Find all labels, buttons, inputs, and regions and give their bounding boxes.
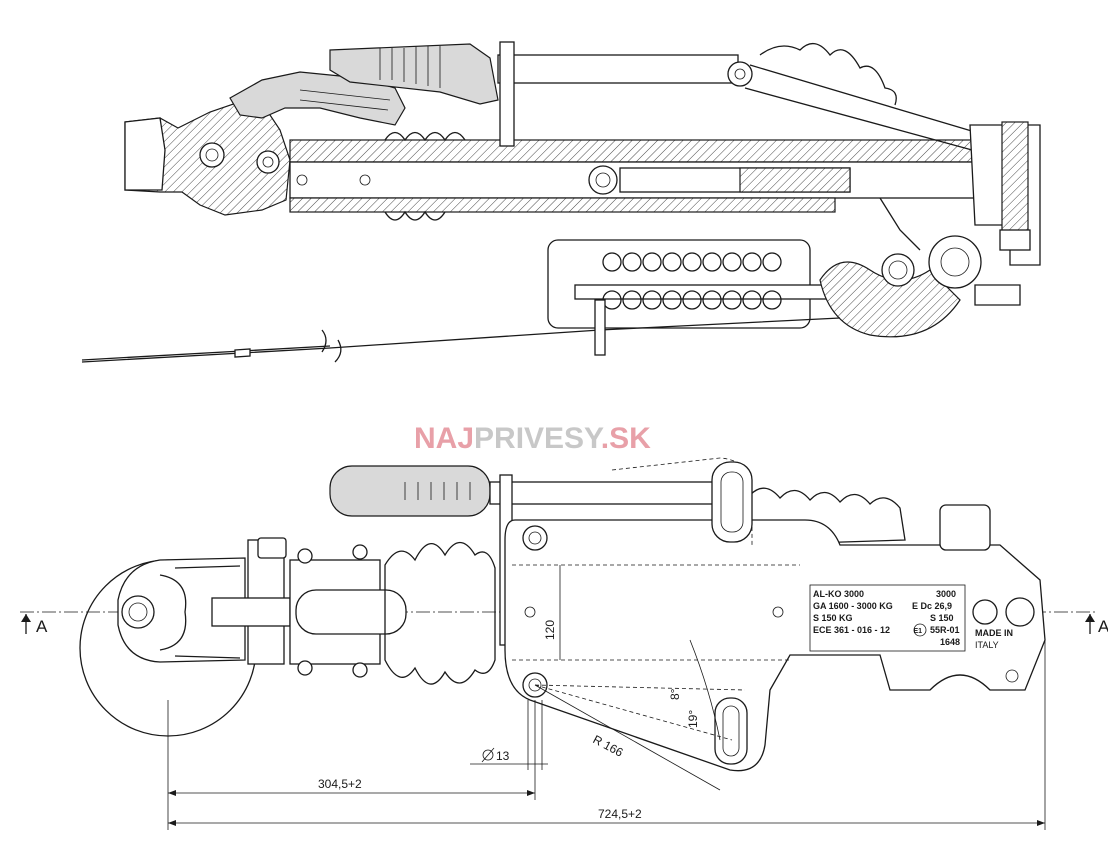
bellows-top-lower [384, 131, 466, 142]
made-in-line-1: MADE IN [975, 628, 1013, 638]
rear-bolt-1 [972, 599, 998, 625]
mount-hole-upper [522, 525, 548, 551]
nameplate-right-2: E Dc 26,9 [912, 601, 952, 611]
dim-angle1-label: 8° [668, 688, 682, 700]
nameplate-line-4: ECE 361 - 016 - 12 [813, 625, 890, 635]
handbrake-lever-bar [497, 54, 739, 84]
nameplate-right-1: 3000 [936, 589, 956, 599]
bellows-plan [384, 541, 496, 685]
nameplate [809, 584, 966, 652]
nameplate-line-1: AL-KO 3000 [813, 589, 864, 599]
dim-height-label: 120 [543, 620, 557, 640]
watermark-part3: .SK [601, 422, 651, 455]
breakaway-cable [81, 317, 841, 363]
drawbar-section [289, 139, 1011, 163]
drawbar-housing [504, 519, 1046, 772]
e-mark: E1 [914, 628, 923, 635]
watermark-part1: NAJ [414, 422, 474, 455]
handbrake-grip [329, 465, 491, 517]
dim-724-label: 724,5+2 [598, 807, 642, 821]
dim-angle2-label: 19° [686, 710, 700, 728]
dim-diameter-label: 13 [496, 749, 510, 763]
nameplate-right-3: S 150 [930, 613, 954, 623]
bellows-top-upper [759, 43, 897, 106]
handbrake-grip-top [329, 43, 499, 105]
coupling-ball [121, 595, 155, 629]
section-view [81, 41, 1041, 363]
dim-724: 724,5+2 [168, 640, 1046, 830]
made-in-line-2: ITALY [975, 640, 999, 650]
damper-spring [602, 252, 782, 310]
ball-pivot [199, 142, 225, 168]
svg-text:A: A [1098, 617, 1108, 636]
coupling-head [117, 557, 246, 663]
head-lock-handle [229, 71, 406, 126]
rear-bolt-2 [1005, 597, 1035, 627]
watermark: NAJPRIVESY.SK [414, 422, 651, 455]
dim-304-label: 304,5+2 [318, 777, 362, 791]
lever-pivot [256, 150, 280, 174]
dim-height: 120 [543, 565, 561, 660]
dim-304: 304,5+2 [167, 700, 536, 830]
drawbar-pin [588, 165, 618, 195]
plan-view: A A [20, 457, 1108, 830]
nameplate-line-3: S 150 KG [813, 613, 853, 623]
watermark-part2: PRIVESY [474, 422, 604, 455]
nameplate-line-2: GA 1600 - 3000 KG [813, 601, 893, 611]
e-mark-circle [913, 623, 927, 637]
head-front-block [124, 117, 166, 191]
svg-text:A: A [36, 617, 48, 636]
section-marker-right: A [1085, 614, 1108, 636]
slot-hole [714, 697, 748, 765]
handbrake-link [744, 64, 976, 151]
handbrake-lever-plan [489, 481, 751, 505]
nameplate-right-5: 1648 [940, 637, 960, 647]
dim-diameter: 13 [470, 700, 548, 770]
nameplate-right-4: 55R-01 [930, 625, 960, 635]
dim-radius-label: R 166 [591, 732, 626, 760]
handbrake-bellows-plan [749, 487, 906, 546]
brake-lever-arc [819, 261, 961, 338]
section-marker-left: A [21, 614, 48, 636]
